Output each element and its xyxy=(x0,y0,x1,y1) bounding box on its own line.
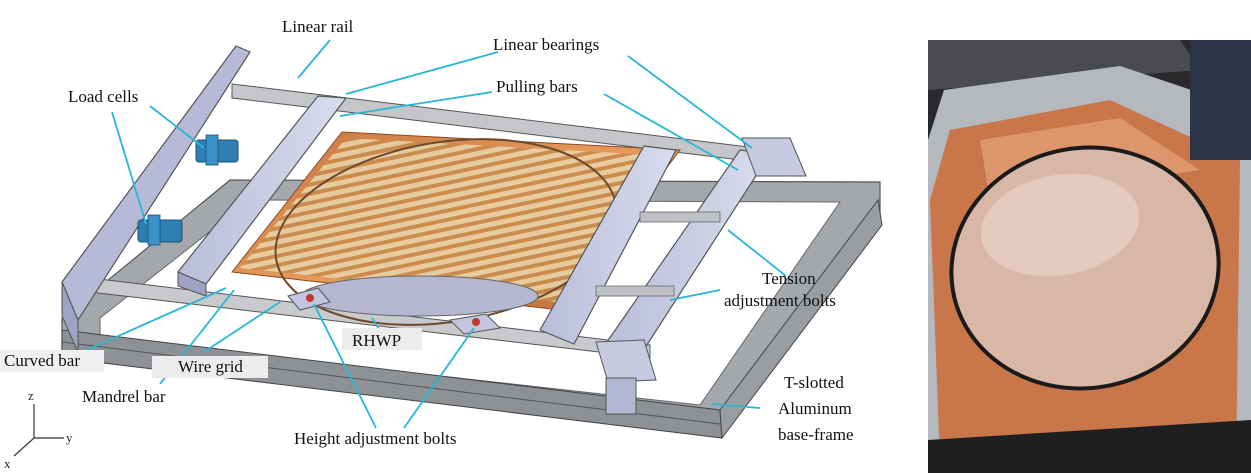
label-height-bolts: Height adjustment bolts xyxy=(294,429,456,448)
rhwp-disk-underside xyxy=(301,275,539,317)
leader-height-bolts-2 xyxy=(403,327,475,429)
leader-linear-bearings-1 xyxy=(345,51,499,95)
label-pulling-bars: Pulling bars xyxy=(496,77,578,96)
axes-triad: z y x xyxy=(4,388,73,471)
load-cell-lower xyxy=(137,214,183,246)
axis-x-label: x xyxy=(4,456,11,471)
label-tslot-3: base-frame xyxy=(778,425,854,444)
photo-rhwp-sheen xyxy=(980,173,1140,277)
leader-tension-2 xyxy=(669,289,721,301)
leader-lines xyxy=(59,39,787,429)
leader-linear-rail xyxy=(297,39,331,79)
leader-wire-grid xyxy=(203,301,281,353)
bearing-end-block xyxy=(605,377,637,415)
label-linear-bearings: Linear bearings xyxy=(493,35,599,54)
label-rhwp-bg xyxy=(342,328,422,350)
label-tension-2: adjustment bolts xyxy=(724,291,836,310)
label-curved-bar: Curved bar xyxy=(4,351,80,370)
tension-rod-lower xyxy=(595,285,675,297)
leader-pulling-bars-1 xyxy=(339,91,493,117)
leader-pulling-bars-2 xyxy=(603,93,739,171)
labels: Linear rail Linear bearings Load cells P… xyxy=(0,17,854,448)
photo-frame-bottom xyxy=(928,420,1251,473)
leader-linear-bearings-2 xyxy=(627,55,753,149)
label-mandrel-bar: Mandrel bar xyxy=(82,387,166,406)
leader-tslot xyxy=(711,403,761,409)
leader-load-cells-2 xyxy=(111,111,147,225)
label-tslot-2: Aluminum xyxy=(778,399,852,418)
height-bolt-left xyxy=(306,294,314,302)
linear-bearing-back xyxy=(741,137,807,177)
wire-grid xyxy=(240,138,672,302)
leader-tension-1 xyxy=(727,229,787,277)
label-curved-bar-bg xyxy=(0,350,104,372)
label-rhwp: RHWP xyxy=(352,331,401,350)
label-wire-grid-bg xyxy=(152,356,268,378)
height-bolt-right xyxy=(472,318,480,326)
linear-bearing-front xyxy=(595,339,657,383)
load-cell-upper xyxy=(195,134,239,166)
label-tslot-1: T-slotted xyxy=(784,373,844,392)
cad-rendering xyxy=(61,45,883,440)
leader-curved-bar xyxy=(59,287,227,363)
base-frame-right-rail xyxy=(719,198,883,440)
label-tension-1: Tension xyxy=(762,269,816,288)
axis-x-line xyxy=(13,437,35,457)
photo-person-shadow xyxy=(1190,40,1251,160)
label-load-cells: Load cells xyxy=(68,87,138,106)
label-wire-grid: Wire grid xyxy=(178,357,243,376)
label-linear-rail: Linear rail xyxy=(282,17,354,36)
photo-table-top xyxy=(928,40,1200,90)
tension-rod-upper xyxy=(639,211,721,223)
axis-z-label: z xyxy=(28,388,34,403)
leader-height-bolts-1 xyxy=(313,303,377,429)
apparatus-photo xyxy=(928,40,1251,473)
leader-load-cells-1 xyxy=(149,105,205,149)
right-pulling-bar xyxy=(539,145,677,345)
axis-y-label: y xyxy=(66,430,73,445)
